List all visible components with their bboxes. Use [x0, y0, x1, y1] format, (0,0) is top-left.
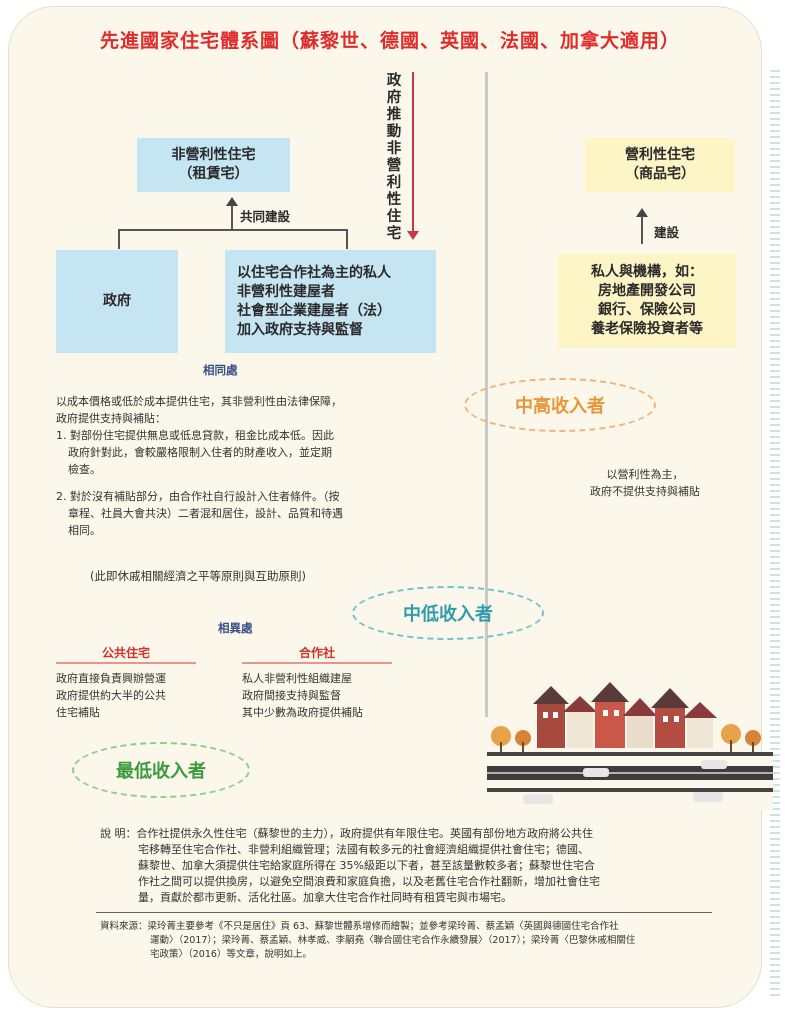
cooperative-line-2: 政府間接支持與監督 — [242, 689, 341, 702]
private-nonprofit-line-3: 社會型企業建屋者（法） — [237, 302, 391, 319]
public-housing-line-3: 住宅補貼 — [56, 706, 100, 719]
co-build-label: 共同建設 — [240, 209, 291, 224]
explanation-line-1: 說 明：合作社提供永久性住宅（蘇黎世的主力），政府提供有年限住宅。英國有部份地方… — [100, 827, 593, 840]
bracket-line — [118, 229, 348, 231]
private-institution-box: 私人與機構，如： 房地產開發公司 銀行、保險公司 養老保險投資者等 — [558, 254, 736, 348]
up-arrow-icon — [636, 208, 648, 217]
vertical-label: 政府推動非營利性住宅 — [386, 72, 402, 242]
cooperative-line-3: 其中少數為政府提供補貼 — [242, 706, 363, 719]
houses — [533, 682, 717, 748]
mid-high-income-label: 中高收入者 — [515, 396, 605, 417]
private-institution-line-3: 銀行、保險公司 — [598, 302, 696, 318]
mid-low-income-label: 中低收入者 — [403, 604, 493, 625]
private-institution-line-4: 養老保險投資者等 — [591, 321, 703, 337]
public-housing-line-1: 政府直接負責興辦營運 — [56, 672, 166, 685]
up-arrow-icon — [226, 197, 238, 206]
explanation-text: 說 明：合作社提供永久性住宅（蘇黎世的主力），政府提供有年限住宅。英國有部份地方… — [100, 826, 710, 906]
cars — [523, 760, 727, 804]
government-box: 政府 — [56, 250, 178, 353]
private-nonprofit-line-1: 以住宅合作社為主的私人 — [237, 264, 391, 281]
private-nonprofit-line-2: 非營利性建屋者 — [237, 283, 335, 300]
similar-point1-2: 政府針對此，會較嚴格限制入住者的財產收入，並定期 — [68, 446, 332, 459]
cooperative-text: 私人非營利性組織建屋 政府間接支持與監督 其中少數為政府提供補貼 — [242, 670, 442, 721]
explanation-line-3: 蘇黎世、加拿大須提供住宅給家庭所得在 35%級距以下者，甚至該量數較多者；蘇黎世… — [138, 859, 595, 872]
source-line-2: 運動〉（2017）；梁玲菁、蔡孟穎、林孝威、李嗣堯〈聯合國住宅合作永續發展〉（2… — [150, 935, 636, 946]
connector-line — [641, 216, 643, 244]
public-housing-underline — [56, 662, 196, 664]
difference-heading: 相異處 — [218, 621, 253, 635]
similar-point1-1: 1. 對部份住宅提供無息或低息貸款，租金比成本低。因此 — [56, 429, 334, 442]
source-text: 資料來源：梁玲菁主要參考《不只是居住》頁 63、蘇黎世體系增修而繪製；並參考梁玲… — [100, 920, 720, 962]
source-line-3: 宅政策〉（2016）等文章，說明如上。 — [150, 949, 312, 960]
similar-heading: 相同處 — [203, 363, 238, 377]
mid-low-income-circle: 中低收入者 — [352, 586, 544, 640]
build-label: 建設 — [654, 225, 680, 240]
similar-point2-2: 章程、社員大會共決）二者混和居住，設計、品質和待遇 — [68, 507, 343, 520]
mid-high-income-circle: 中高收入者 — [464, 378, 656, 432]
similar-intro-1: 以成本價格或低於成本提供住宅，其非營利性由法律保障， — [56, 395, 342, 408]
private-nonprofit-line-4: 加入政府支持與監督 — [237, 321, 363, 338]
profit-housing-box: 營利性住宅 （商品宅） — [585, 138, 735, 192]
similar-point1-3: 檢查。 — [68, 463, 101, 476]
government-label: 政府 — [103, 293, 131, 309]
profit-note-line-2: 政府不提供支持與補貼 — [590, 485, 700, 498]
principle-note: (此即休戚相關經濟之平等原則與互助原則) — [90, 569, 306, 583]
source-line-1: 資料來源：梁玲菁主要參考《不只是居住》頁 63、蘇黎世體系增修而繪製；並參考梁玲… — [100, 921, 619, 932]
bracket-right — [346, 229, 348, 249]
public-housing-heading: 公共住宅 — [101, 646, 150, 660]
private-institution-line-2: 房地產開發公司 — [598, 283, 696, 299]
profit-note: 以營利性為主， 政府不提供支持與補貼 — [560, 466, 730, 500]
private-institution-line-1: 私人與機構，如： — [591, 264, 703, 280]
profit-housing-label: 營利性住宅 — [625, 147, 695, 163]
similar-point2-1: 2. 對於沒有補貼部分，由合作社自行設計入住者條件。（按 — [56, 490, 340, 503]
bracket-left — [118, 229, 120, 249]
spacer — [56, 478, 456, 488]
connector-line — [231, 205, 233, 229]
nonprofit-housing-label: 非營利性住宅 — [171, 147, 256, 163]
similar-intro-2: 政府提供支持與補貼： — [56, 412, 166, 425]
public-housing-text: 政府直接負責興辦營運 政府提供約大半的公共 住宅補貼 — [56, 670, 216, 721]
explanation-line-2: 宅移轉至住宅合作社、非營利組織管理；法國有較多元的社會經濟組織提供社會住宅；德國… — [138, 843, 589, 856]
footer-divider — [96, 912, 712, 913]
explanation-line-4: 作社之間可以提供換房，以避免空間浪費和家庭負擔，以及老舊住宅合作社翻新，增加社會… — [138, 875, 600, 888]
similar-text: 以成本價格或低於成本提供住宅，其非營利性由法律保障， 政府提供支持與補貼： 1.… — [56, 393, 456, 539]
lowest-income-circle: 最低收入者 — [72, 742, 250, 798]
cooperative-underline — [242, 662, 392, 664]
similar-point2-3: 相同。 — [68, 524, 101, 537]
page-title: 先進國家住宅體系圖（蘇黎世、德國、英國、法國、加拿大適用） — [99, 30, 680, 52]
red-down-arrow-icon — [407, 72, 419, 240]
cooperative-heading: 合作社 — [298, 646, 335, 660]
nonprofit-housing-sub: （租賃宅） — [178, 166, 249, 182]
decorative-stripe — [770, 70, 780, 1000]
profit-note-line-1: 以營利性為主， — [606, 468, 684, 481]
nonprofit-housing-box: 非營利性住宅 （租賃宅） — [137, 138, 290, 192]
trees — [491, 724, 761, 752]
town-illustration — [487, 682, 773, 810]
profit-housing-sub: （商品宅） — [625, 166, 695, 182]
private-nonprofit-box: 以住宅合作社為主的私人 非營利性建屋者 社會型企業建屋者（法） 加入政府支持與監… — [225, 250, 436, 353]
public-housing-line-2: 政府提供約大半的公共 — [56, 689, 166, 702]
explanation-line-5: 量，貢獻於都市更新、活化社區。加拿大住宅合作社同時有租賃宅與市場宅。 — [138, 891, 512, 904]
cooperative-line-1: 私人非營利性組織建屋 — [242, 672, 352, 685]
lowest-income-label: 最低收入者 — [116, 761, 206, 782]
